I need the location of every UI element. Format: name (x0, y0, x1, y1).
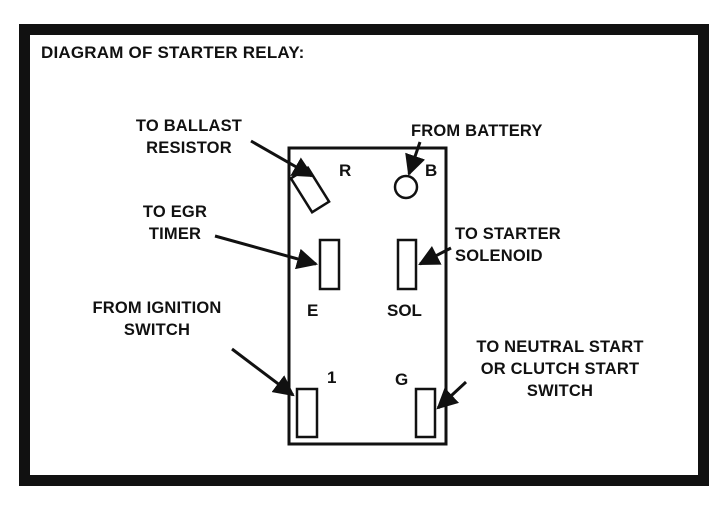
callout-battery-line1: FROM BATTERY (411, 122, 543, 140)
diagram-title: DIAGRAM OF STARTER RELAY: (41, 43, 305, 62)
callout-neutral-line2: OR CLUTCH START (480, 360, 640, 378)
arrow-ballast (250, 139, 314, 178)
callout-solenoid-line1: TO STARTER (455, 225, 561, 243)
terminal-g-label: G (395, 370, 408, 389)
terminal-b-label: B (425, 161, 437, 180)
callout-ignition-line2: SWITCH (123, 321, 191, 339)
callout-neutral-line3: SWITCH (526, 382, 594, 400)
arrow-battery (405, 141, 426, 176)
terminal-e-label: E (307, 301, 318, 320)
callout-ignition-line1: FROM IGNITION (92, 299, 222, 317)
callout-egr-line1: TO EGR (142, 203, 208, 221)
callout-starter-solenoid: TO STARTER SOLENOID (455, 223, 561, 267)
terminal-1-label: 1 (327, 368, 336, 387)
arrow-egr (214, 234, 319, 270)
callout-solenoid-line2: SOLENOID (455, 247, 543, 265)
arrow-neutral (436, 380, 468, 410)
callout-egr-timer: TO EGR TIMER (120, 201, 230, 245)
terminal-b-post (393, 174, 419, 200)
terminal-sol-blade (396, 238, 418, 291)
relay-housing (287, 146, 448, 446)
callout-egr-line2: TIMER (148, 225, 202, 243)
diagram-frame (19, 24, 709, 486)
callout-neutral-clutch-start: TO NEUTRAL START OR CLUTCH START SWITCH (455, 336, 665, 402)
callout-ballast-line1: TO BALLAST (135, 117, 243, 135)
callout-ballast-resistor: TO BALLAST RESISTOR (108, 115, 270, 159)
terminal-e-blade (318, 238, 341, 291)
callout-ignition-switch: FROM IGNITION SWITCH (66, 297, 248, 341)
arrow-solenoid (418, 246, 452, 266)
callout-from-battery: FROM BATTERY (411, 120, 543, 142)
terminal-1-blade (295, 387, 319, 439)
terminal-r-label: R (339, 161, 351, 180)
terminal-g-blade (414, 387, 437, 439)
callout-neutral-line1: TO NEUTRAL START (476, 338, 644, 356)
terminal-sol-label: SOL (387, 301, 422, 320)
callout-ballast-line2: RESISTOR (146, 139, 232, 157)
arrow-ignition (231, 347, 295, 397)
